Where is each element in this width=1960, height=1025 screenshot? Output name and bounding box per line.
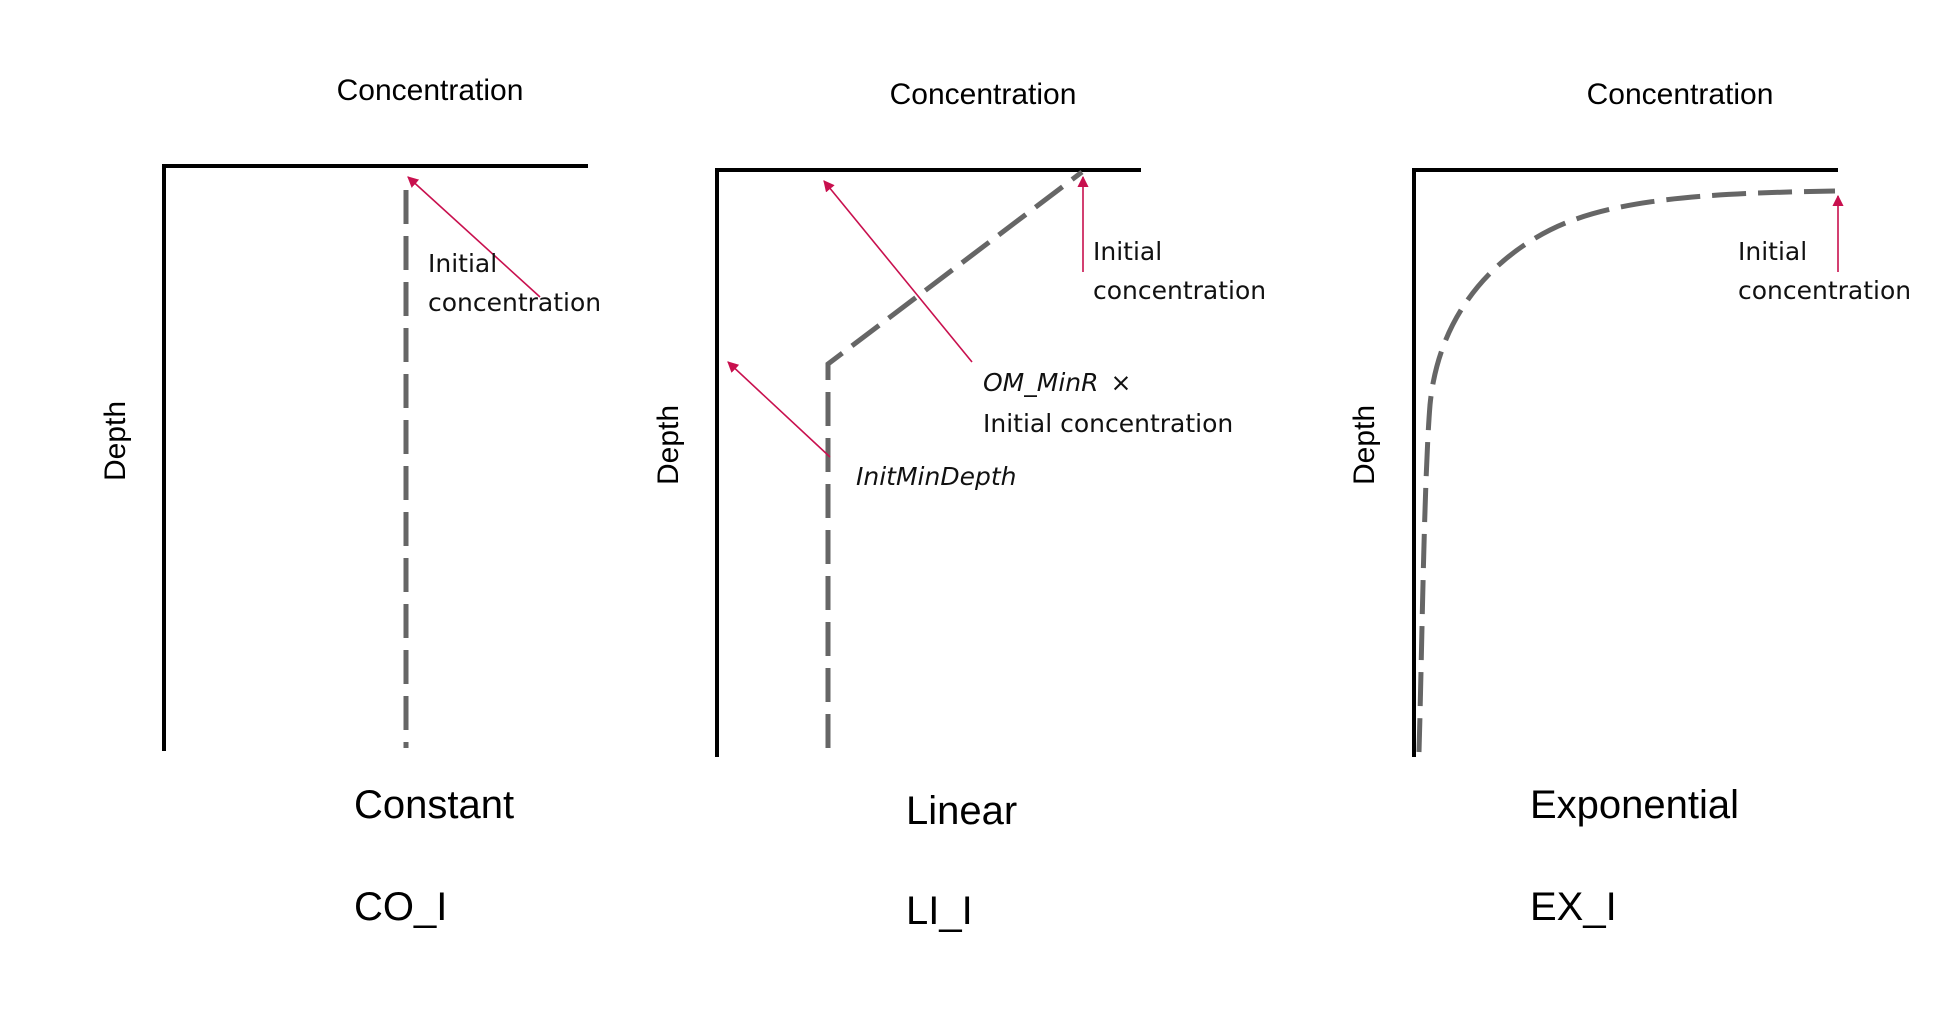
depth-axis-label: Depth xyxy=(99,401,132,481)
axes xyxy=(162,164,588,751)
ommin-label-line1: OM_MinR × xyxy=(983,368,1131,397)
initial-concentration-arrow xyxy=(407,176,541,298)
panel-linear: Concentration Depth Initial concentratio… xyxy=(652,78,1266,933)
concentration-axis-label: Concentration xyxy=(890,78,1077,111)
exponential-profile-line xyxy=(1416,188,1836,753)
concentration-axis-label: Concentration xyxy=(1587,78,1774,111)
profile-name: Exponential xyxy=(1530,783,1739,827)
panel-constant: Concentration Depth Initial concentratio… xyxy=(99,74,601,929)
initial-concentration-label: Initial concentration xyxy=(1738,237,1911,305)
profile-code: LI_I xyxy=(906,889,973,933)
profile-name: Linear xyxy=(906,789,1017,833)
initmindepth-arrow xyxy=(727,361,831,458)
depth-axis-label: Depth xyxy=(652,405,685,485)
profile-name: Constant xyxy=(354,783,514,827)
ommin-arrow xyxy=(823,180,973,363)
profile-code: CO_I xyxy=(354,885,447,929)
depth-axis-label: Depth xyxy=(1348,405,1381,485)
concentration-axis-label: Concentration xyxy=(337,74,524,107)
axes xyxy=(715,168,1141,757)
ommin-label-line2: Initial concentration xyxy=(983,409,1233,438)
linear-profile-line xyxy=(825,170,1084,748)
initial-concentration-label: Initial concentration xyxy=(428,249,601,317)
panel-exponential: Concentration Depth Initial concentratio… xyxy=(1348,78,1911,929)
initmindepth-label: InitMinDepth xyxy=(856,462,1016,491)
profile-code: EX_I xyxy=(1530,885,1617,929)
axes xyxy=(1412,168,1838,757)
initial-concentration-label: Initial concentration xyxy=(1093,237,1266,305)
